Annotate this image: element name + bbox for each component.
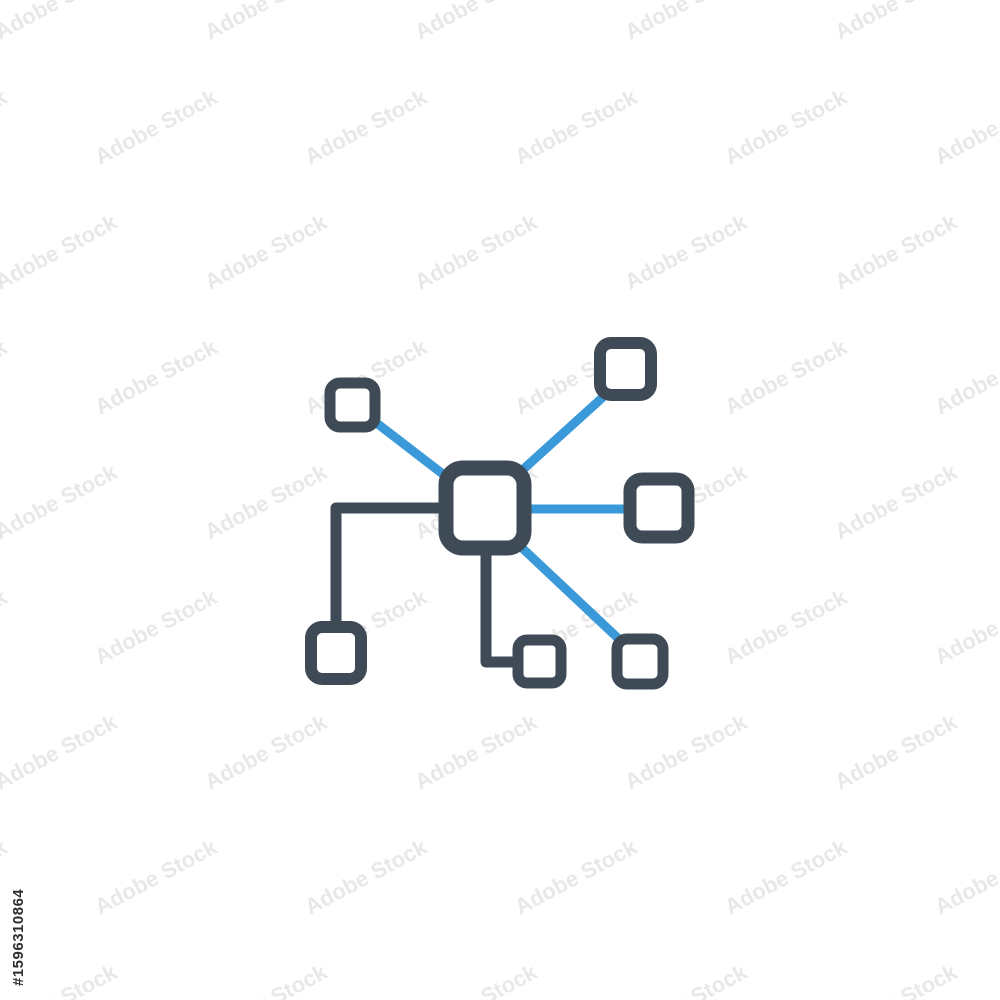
- connector-top-left: [365, 413, 453, 483]
- node-right: [623, 472, 695, 544]
- node-bottom-left: [305, 621, 367, 685]
- stock-id-label: #1596310864: [10, 888, 27, 986]
- node-top-left: [324, 377, 381, 433]
- connector-left-elbow: [330, 502, 448, 634]
- center-node: [438, 460, 532, 556]
- node-bottom-middle: [512, 634, 567, 689]
- connector-top-right: [513, 393, 607, 479]
- connector-bottom-right: [515, 541, 627, 647]
- node-bottom-right: [611, 633, 669, 690]
- node-top-right: [594, 337, 657, 401]
- connector-bottom-elbow: [480, 548, 524, 668]
